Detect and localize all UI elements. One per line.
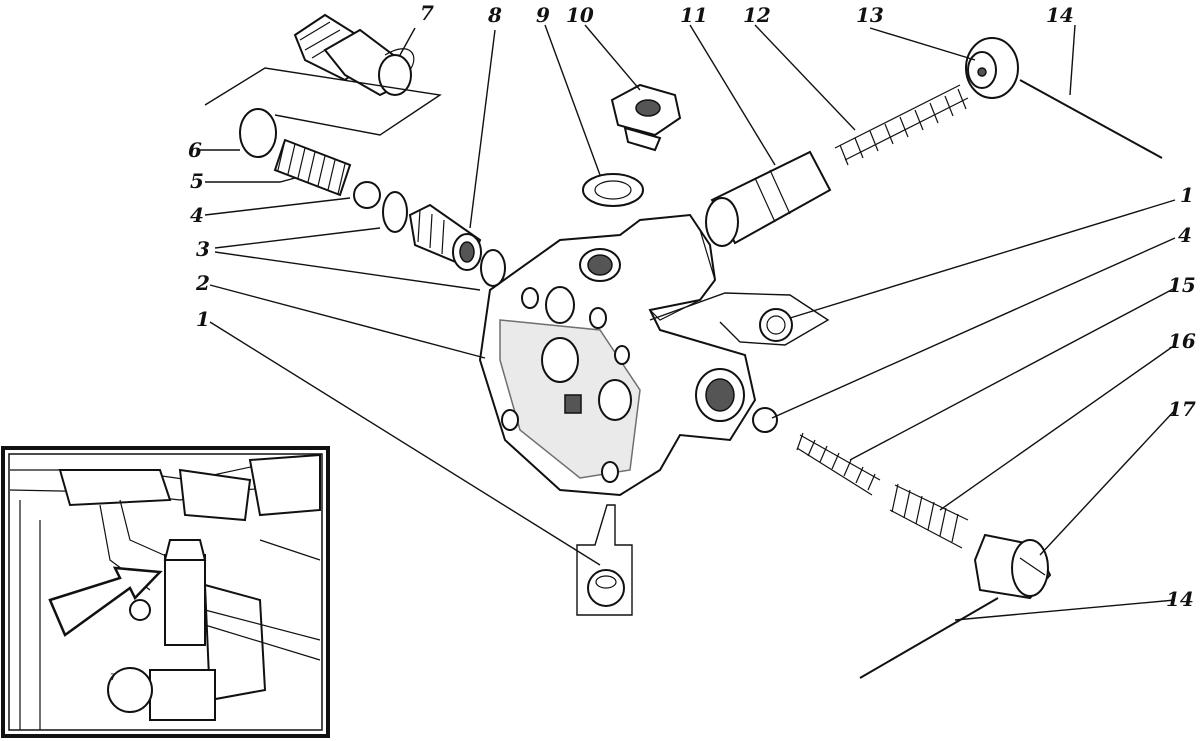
label-14-bottom: 14 [1166, 587, 1194, 611]
label-1-left: 1 [196, 307, 210, 331]
part-3-o-ring-a [382, 191, 408, 233]
label-11: 11 [680, 3, 708, 27]
label-10: 10 [566, 3, 594, 27]
part-7-fitting [293, 13, 415, 97]
label-12: 12 [743, 3, 771, 27]
location-inset: 7 [1, 446, 330, 738]
part-3-o-ring-b [480, 249, 506, 287]
part-1-plug-bottom [576, 504, 633, 616]
part-12-spring [834, 84, 969, 166]
part-14-pin-bottom [859, 597, 999, 679]
label-14-top: 14 [1046, 3, 1074, 27]
inset-annotation: 7 [110, 673, 116, 683]
label-1-right: 1 [1180, 183, 1194, 207]
part-9-washer [582, 173, 644, 207]
part-10-nut [610, 83, 682, 152]
label-7: 7 [420, 1, 434, 25]
label-17: 17 [1168, 397, 1196, 421]
part-8-valve-seat [408, 203, 482, 271]
valve-housing [478, 213, 757, 497]
label-5: 5 [190, 169, 204, 193]
location-arrow-icon [48, 566, 163, 637]
part-13-cap [965, 37, 1019, 99]
leader-lines [200, 24, 1176, 621]
label-4-left: 4 [190, 203, 204, 227]
label-4-right: 4 [1178, 223, 1192, 247]
label-15: 15 [1168, 273, 1196, 297]
part-17-cap [973, 533, 1052, 600]
label-3: 3 [196, 237, 210, 261]
part-4-ball-right [752, 407, 778, 433]
label-2: 2 [195, 271, 210, 295]
label-6: 6 [188, 138, 202, 162]
part-1-plug-right [649, 292, 830, 346]
label-13: 13 [856, 3, 884, 27]
part-5-spring [273, 138, 352, 197]
label-9: 9 [536, 3, 550, 27]
part-11-piston [705, 150, 832, 247]
part-4-ball-left [353, 181, 381, 209]
part-16-spring [889, 483, 969, 549]
part-14-pin-top [1019, 79, 1163, 159]
part-6-o-ring [239, 108, 277, 158]
bracket-6-7 [204, 67, 442, 136]
callout-labels: 7 8 9 10 11 12 13 14 6 5 4 3 2 1 1 4 15 … [188, 1, 1196, 611]
label-8: 8 [487, 3, 502, 27]
part-15-spring [796, 432, 881, 496]
label-16: 16 [1168, 329, 1196, 353]
